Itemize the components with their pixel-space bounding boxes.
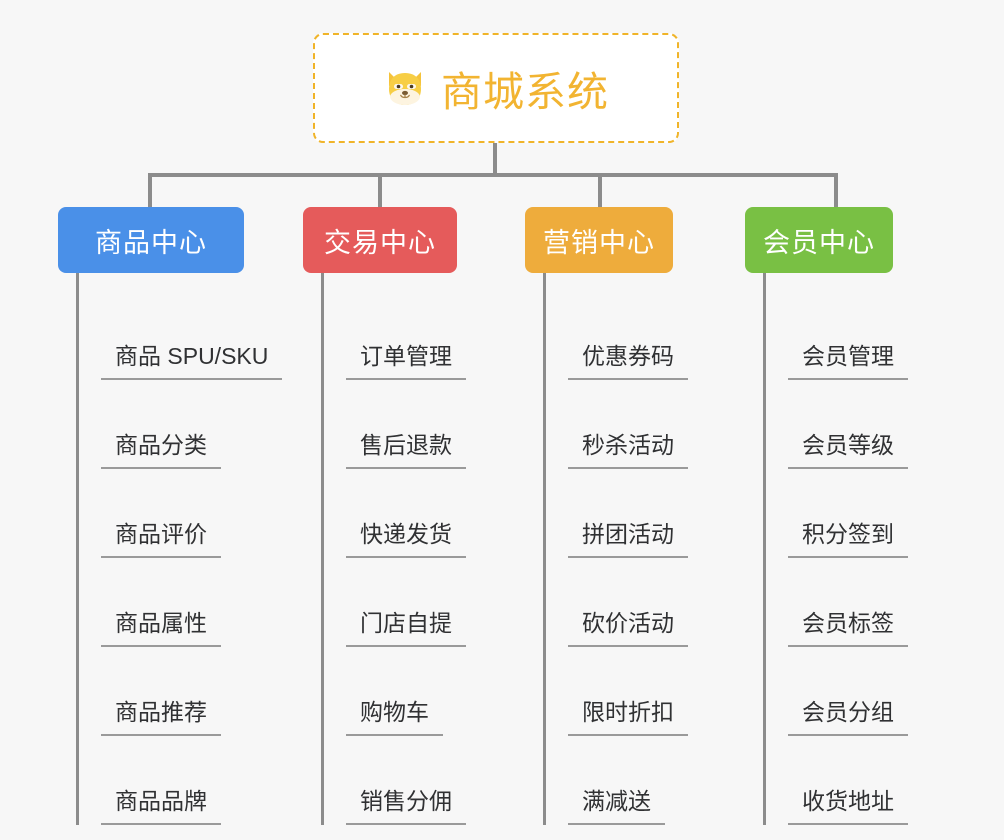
leaf-label: 砍价活动 xyxy=(568,610,688,647)
leaf-label: 优惠券码 xyxy=(568,343,688,380)
leaf-label: 商品评价 xyxy=(101,521,221,558)
list-item[interactable]: 积分签到 xyxy=(766,469,908,558)
leaf-label: 秒杀活动 xyxy=(568,432,688,469)
list-item[interactable]: 会员标签 xyxy=(766,558,908,647)
list-item[interactable]: 限时折扣 xyxy=(546,647,688,736)
category-label: 商品中心 xyxy=(95,227,207,258)
list-item[interactable]: 会员等级 xyxy=(766,380,908,469)
column-marketing-center: 营销中心 优惠券码 秒杀活动 拼团活动 砍价活动 限时折扣 满减送 xyxy=(525,207,688,825)
list-item[interactable]: 砍价活动 xyxy=(546,558,688,647)
leaf-label: 快递发货 xyxy=(346,521,466,558)
category-label: 会员中心 xyxy=(763,227,875,258)
list-item[interactable]: 会员分组 xyxy=(766,647,908,736)
leaf-label: 商品品牌 xyxy=(101,788,221,825)
leaf-label: 商品分类 xyxy=(101,432,221,469)
leaf-label: 购物车 xyxy=(346,699,443,736)
list-item[interactable]: 快递发货 xyxy=(324,469,466,558)
leaf-label: 商品推荐 xyxy=(101,699,221,736)
list-item[interactable]: 商品评价 xyxy=(79,469,244,558)
leaf-label: 商品属性 xyxy=(101,610,221,647)
category-header-marketing-center[interactable]: 营销中心 xyxy=(525,207,673,273)
category-header-trade-center[interactable]: 交易中心 xyxy=(303,207,457,273)
leaf-label: 限时折扣 xyxy=(568,699,688,736)
list-item[interactable]: 满减送 xyxy=(546,736,673,825)
category-header-product-center[interactable]: 商品中心 xyxy=(58,207,244,273)
list-item[interactable]: 门店自提 xyxy=(324,558,466,647)
leaf-label: 满减送 xyxy=(568,788,665,825)
column-trade-center: 交易中心 订单管理 售后退款 快递发货 门店自提 购物车 销售分佣 xyxy=(303,207,466,825)
category-label: 交易中心 xyxy=(324,227,436,258)
leaf-list-product-center: 商品 SPU/SKU 商品分类 商品评价 商品属性 商品推荐 商品品牌 xyxy=(76,273,283,825)
leaf-label: 收货地址 xyxy=(788,788,908,825)
column-product-center: 商品中心 商品 SPU/SKU 商品分类 商品评价 商品属性 商品推荐 商品品牌 xyxy=(58,207,283,825)
leaf-label: 会员标签 xyxy=(788,610,908,647)
list-item[interactable]: 商品分类 xyxy=(79,380,244,469)
leaf-label: 积分签到 xyxy=(788,521,908,558)
leaf-label: 会员等级 xyxy=(788,432,908,469)
list-item[interactable]: 销售分佣 xyxy=(324,736,466,825)
leaf-list-marketing-center: 优惠券码 秒杀活动 拼团活动 砍价活动 限时折扣 满减送 xyxy=(543,273,688,825)
leaf-list-member-center: 会员管理 会员等级 积分签到 会员标签 会员分组 收货地址 xyxy=(763,273,908,825)
list-item[interactable]: 优惠券码 xyxy=(546,291,688,380)
category-label: 营销中心 xyxy=(543,227,655,258)
list-item[interactable]: 商品 SPU/SKU xyxy=(79,291,283,380)
list-item[interactable]: 购物车 xyxy=(324,647,457,736)
leaf-label: 会员分组 xyxy=(788,699,908,736)
root-title: 商城系统 xyxy=(441,69,609,115)
list-item[interactable]: 售后退款 xyxy=(324,380,466,469)
leaf-label: 商品 SPU/SKU xyxy=(101,343,283,380)
connector-drop-3 xyxy=(598,173,602,209)
leaf-label: 门店自提 xyxy=(346,610,466,647)
list-item[interactable]: 订单管理 xyxy=(324,291,466,380)
leaf-label: 售后退款 xyxy=(346,432,466,469)
leaf-label: 订单管理 xyxy=(346,343,466,380)
list-item[interactable]: 拼团活动 xyxy=(546,469,688,558)
shiba-inu-emoji xyxy=(383,66,427,110)
connector-drop-2 xyxy=(378,173,382,209)
leaf-label: 拼团活动 xyxy=(568,521,688,558)
connector-drop-4 xyxy=(834,173,838,209)
leaf-label: 会员管理 xyxy=(788,343,908,380)
leaf-list-trade-center: 订单管理 售后退款 快递发货 门店自提 购物车 销售分佣 xyxy=(321,273,466,825)
list-item[interactable]: 秒杀活动 xyxy=(546,380,688,469)
leaf-label: 销售分佣 xyxy=(346,788,466,825)
column-member-center: 会员中心 会员管理 会员等级 积分签到 会员标签 会员分组 收货地址 xyxy=(745,207,908,825)
connector-drop-1 xyxy=(148,173,152,209)
connector-root-stem xyxy=(493,143,497,175)
list-item[interactable]: 收货地址 xyxy=(766,736,908,825)
category-header-member-center[interactable]: 会员中心 xyxy=(745,207,893,273)
list-item[interactable]: 商品品牌 xyxy=(79,736,244,825)
list-item[interactable]: 商品推荐 xyxy=(79,647,244,736)
list-item[interactable]: 商品属性 xyxy=(79,558,244,647)
root-node-mall-system[interactable]: 商城系统 xyxy=(313,33,679,143)
list-item[interactable]: 会员管理 xyxy=(766,291,908,380)
connector-horizontal-bus xyxy=(148,173,838,177)
